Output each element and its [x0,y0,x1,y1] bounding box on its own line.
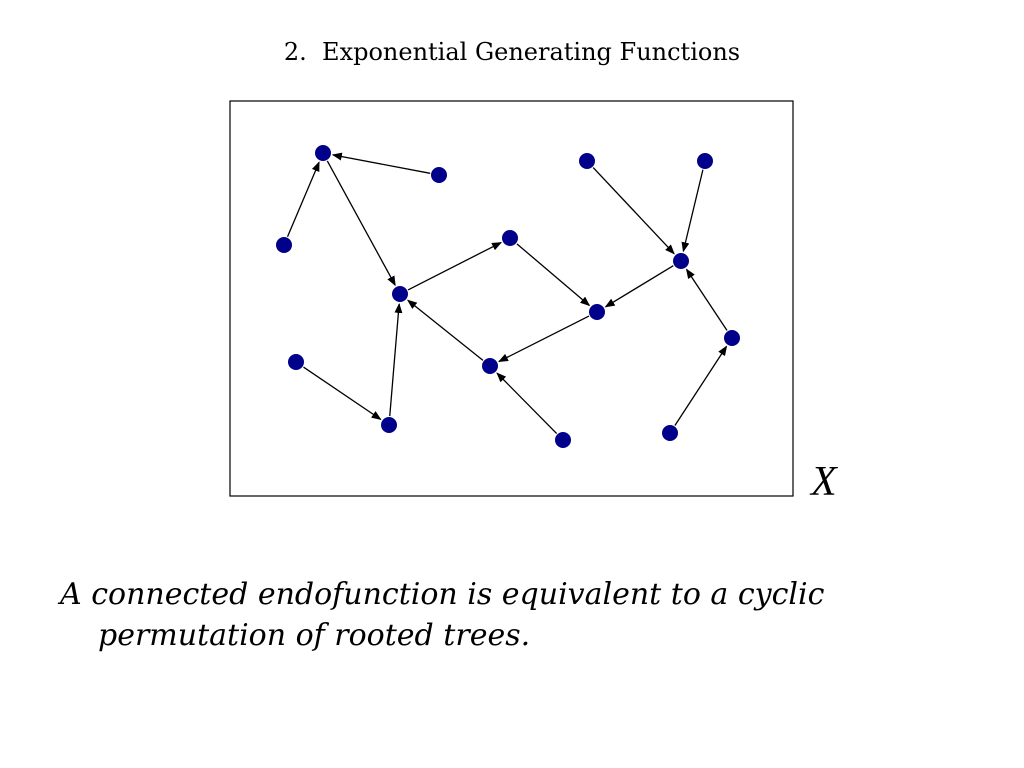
graph-node [315,145,331,161]
edge-arrow [286,161,320,237]
edge-arrow [389,302,403,417]
graph-node [673,253,689,269]
edge-arrow [604,265,674,308]
graph-node [697,153,713,169]
graph-node [589,304,605,320]
slide-title: 2. Exponential Generating Functions [283,38,741,66]
edge-arrow [496,372,558,435]
graph-node [579,153,595,169]
edge-arrow [674,345,728,426]
edge-arrow [407,299,484,361]
caption-text: A connected endofunction is equivalent t… [60,577,825,653]
graph-node [381,417,397,433]
edge-arrow [303,366,382,420]
graph-node [431,167,447,183]
edge-arrow [516,243,591,307]
graph-node [502,230,518,246]
graph-node [288,354,304,370]
edges-layer [286,152,728,435]
graph-node [482,358,498,374]
edge-arrow [326,160,396,287]
edge-arrow [592,167,675,255]
graph-node [392,286,408,302]
edge-arrow [681,169,704,253]
graph-node [555,432,571,448]
edge-arrow [498,315,590,363]
edge-arrow [407,241,502,291]
graph-node [276,237,292,253]
edge-arrow [685,268,728,331]
graph-node [724,330,740,346]
set-label: X [811,459,837,505]
edge-arrow [331,152,431,174]
set-frame [229,100,794,497]
graph-node [662,425,678,441]
nodes-layer [276,145,740,448]
